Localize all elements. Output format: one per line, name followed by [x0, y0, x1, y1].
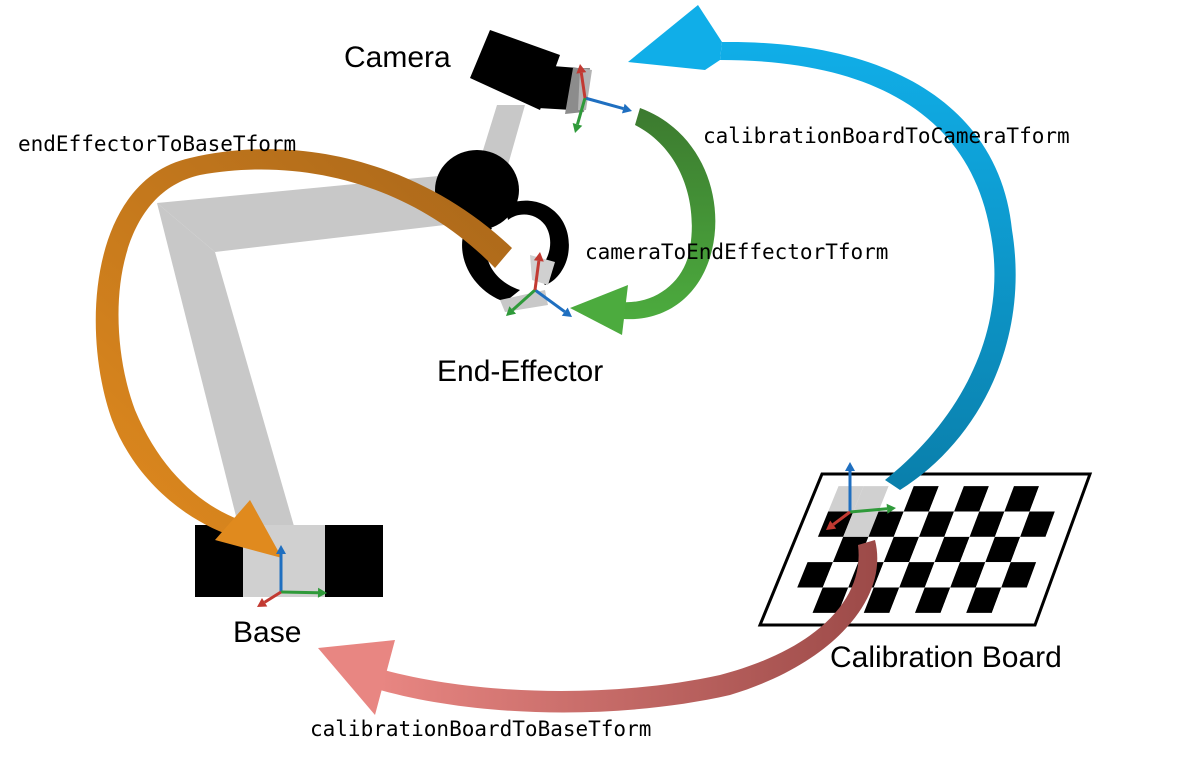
transform-label-calibration-board-to-base: calibrationBoardToBaseTform: [310, 717, 651, 741]
checker-square-dark: [969, 511, 1005, 537]
camera-frame-x-axis-head: [572, 122, 583, 133]
transform-label-end-effector-to-base: endEffectorToBaseTform: [18, 132, 296, 156]
board-frame-y-axis-head: [826, 520, 837, 530]
arrow-blue-head: [628, 5, 722, 70]
checker-square-dark: [966, 587, 1002, 613]
arm-link-base: [157, 203, 298, 540]
base-frame-x-axis-shaft: [280, 590, 319, 595]
checker-square: [924, 562, 960, 588]
checker-square: [889, 587, 925, 613]
checker-square: [807, 536, 844, 563]
checker-square: [1010, 536, 1046, 563]
node-label-end-effector: End-Effector: [437, 355, 603, 388]
arrow-green-shaft: [615, 108, 716, 320]
checker-square-dark: [1004, 486, 1040, 512]
arrow-orange-head: [215, 500, 282, 558]
transform-label-camera-to-end-effector: cameraToEndEffectorTform: [585, 240, 888, 264]
checker-square: [893, 511, 929, 537]
end-effector-frame-z-axis-shaft: [534, 288, 566, 313]
camera-frame-z-axis-shaft: [584, 96, 624, 111]
checker-square: [1029, 486, 1065, 512]
arrow-camera-to-end-effector: [570, 108, 716, 335]
checker-square: [822, 562, 859, 588]
base-frame-y-axis-head: [257, 597, 268, 607]
checker-square-dark: [950, 562, 986, 588]
node-label-camera: Camera: [344, 41, 451, 74]
checker-square: [979, 486, 1014, 512]
board-frame-z-axis-head: [845, 462, 855, 471]
checker-square: [786, 587, 823, 613]
checker-square-dark: [899, 562, 935, 588]
camera-device: [470, 30, 592, 114]
end-effector-frame-x-axis-head: [506, 306, 517, 316]
arrow-end-effector-to-base: [95, 149, 513, 558]
board-frame-x-axis-head: [886, 503, 896, 514]
arm-link-camera: [480, 105, 525, 165]
base-block-right: [325, 525, 383, 597]
checker-square: [959, 536, 995, 563]
camera-frame-y-axis-shaft: [579, 72, 587, 99]
checker-square-dark: [797, 562, 833, 588]
node-label-calibration-board: Calibration Board: [830, 641, 1062, 674]
checker-square-dark: [985, 536, 1021, 563]
arrow-blue-shaft: [720, 41, 1016, 490]
camera-body: [470, 30, 560, 110]
base-frame-z-axis-head: [276, 545, 286, 554]
checker-square: [853, 486, 889, 512]
checker-square: [991, 587, 1027, 613]
arrow-red-shaft: [380, 540, 878, 713]
checker-square: [828, 486, 864, 512]
checker-square: [843, 511, 879, 537]
calibration-board: [757, 472, 1093, 627]
arrow-red-head: [318, 640, 395, 715]
checker-square: [873, 562, 910, 588]
checker-square-dark: [914, 587, 951, 613]
checker-square: [940, 587, 976, 613]
end-effector-frame-y-axis-head: [533, 252, 544, 262]
base-frame-x-axis-head: [317, 587, 327, 598]
camera-frame-z-axis-head: [621, 103, 632, 114]
arrow-green-head: [570, 285, 628, 335]
checker-square-dark: [919, 511, 955, 537]
checker-square: [928, 486, 964, 512]
checker-square-dark: [812, 587, 849, 613]
coordinate-frames: [257, 64, 896, 607]
end-effector-frame-y-axis-shaft: [533, 260, 541, 291]
camera-frame-y-axis-head: [576, 64, 587, 74]
checker-square-dark: [1001, 562, 1037, 588]
checker-square: [909, 536, 945, 563]
end-effector-frame-z-axis-head: [561, 307, 572, 317]
arm-link-forearm: [157, 173, 470, 252]
checker-square-dark: [863, 587, 900, 613]
end-effector-frame-x-axis-shaft: [511, 288, 537, 312]
checker-square-dark: [934, 536, 970, 563]
checker-square: [944, 511, 980, 537]
checker-square-dark: [1020, 511, 1055, 537]
node-label-base: Base: [233, 616, 301, 649]
arrow-calibration-board-to-base: [318, 540, 878, 715]
checker-square-dark: [883, 536, 920, 563]
transform-label-calibration-board-to-camera: calibrationBoardToCameraTform: [703, 124, 1070, 148]
checker-square-dark: [903, 486, 939, 512]
board-frame-y-axis-shaft: [832, 510, 851, 526]
board-frame-x-axis-shaft: [849, 507, 888, 514]
checker-square-dark: [954, 486, 989, 512]
checker-square: [994, 511, 1030, 537]
checker-square-dark: [868, 511, 904, 537]
base-frame-y-axis-shaft: [263, 590, 282, 604]
arrow-calibration-board-to-camera: [628, 5, 1016, 490]
camera-frame-x-axis-shaft: [576, 97, 587, 125]
checker-square: [975, 562, 1011, 588]
